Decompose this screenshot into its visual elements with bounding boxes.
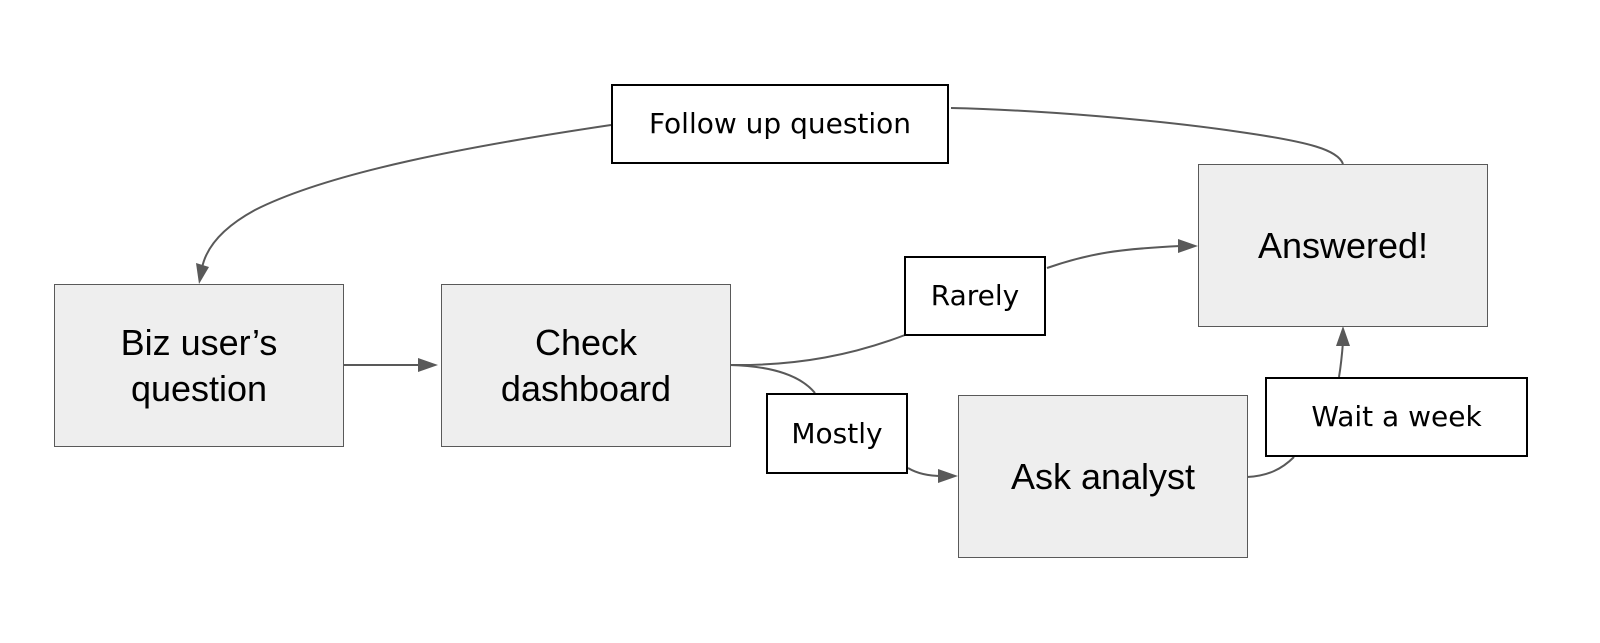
arrowhead-answered-left <box>1178 239 1198 253</box>
edge-followup-to-biz <box>201 124 612 269</box>
edge-rarely-to-answered <box>1046 245 1181 269</box>
edge-analyst-to-wait <box>1246 456 1295 478</box>
edge-label-follow-up-text: Follow up question <box>648 107 912 140</box>
edge-wait-to-answered <box>1338 341 1344 378</box>
edge-label-rarely-text: Rarely <box>930 279 1020 312</box>
edge-dashboard-to-rarely <box>729 334 906 367</box>
edge-mostly-to-analyst <box>907 467 943 477</box>
arrowhead-biz <box>196 263 209 284</box>
arrowhead-answered-bottom <box>1336 326 1350 346</box>
node-biz-question: Biz user’s question <box>54 284 344 447</box>
edge-answered-to-followup <box>950 107 1344 165</box>
node-ask-analyst: Ask analyst <box>958 395 1248 558</box>
edge-label-wait-week-text: Wait a week <box>1311 400 1482 433</box>
node-answered-text: Answered! <box>1257 224 1429 266</box>
arrowhead-analyst <box>938 469 958 483</box>
edge-label-mostly-text: Mostly <box>791 416 883 450</box>
edge-label-rarely: Rarely <box>904 256 1046 336</box>
edge-label-wait-week: Wait a week <box>1265 377 1528 457</box>
node-ask-analyst-text: Ask analyst <box>1010 455 1196 497</box>
node-check-dashboard-text: Check dashboard <box>500 321 672 409</box>
arrowhead-dashboard <box>418 358 438 372</box>
edge-label-mostly: Mostly <box>766 393 908 474</box>
edge-label-follow-up: Follow up question <box>611 84 949 164</box>
edge-dashboard-to-mostly <box>729 364 816 394</box>
node-check-dashboard: Check dashboard <box>441 284 731 447</box>
node-answered: Answered! <box>1198 164 1488 327</box>
node-biz-question-text: Biz user’s question <box>120 321 278 409</box>
